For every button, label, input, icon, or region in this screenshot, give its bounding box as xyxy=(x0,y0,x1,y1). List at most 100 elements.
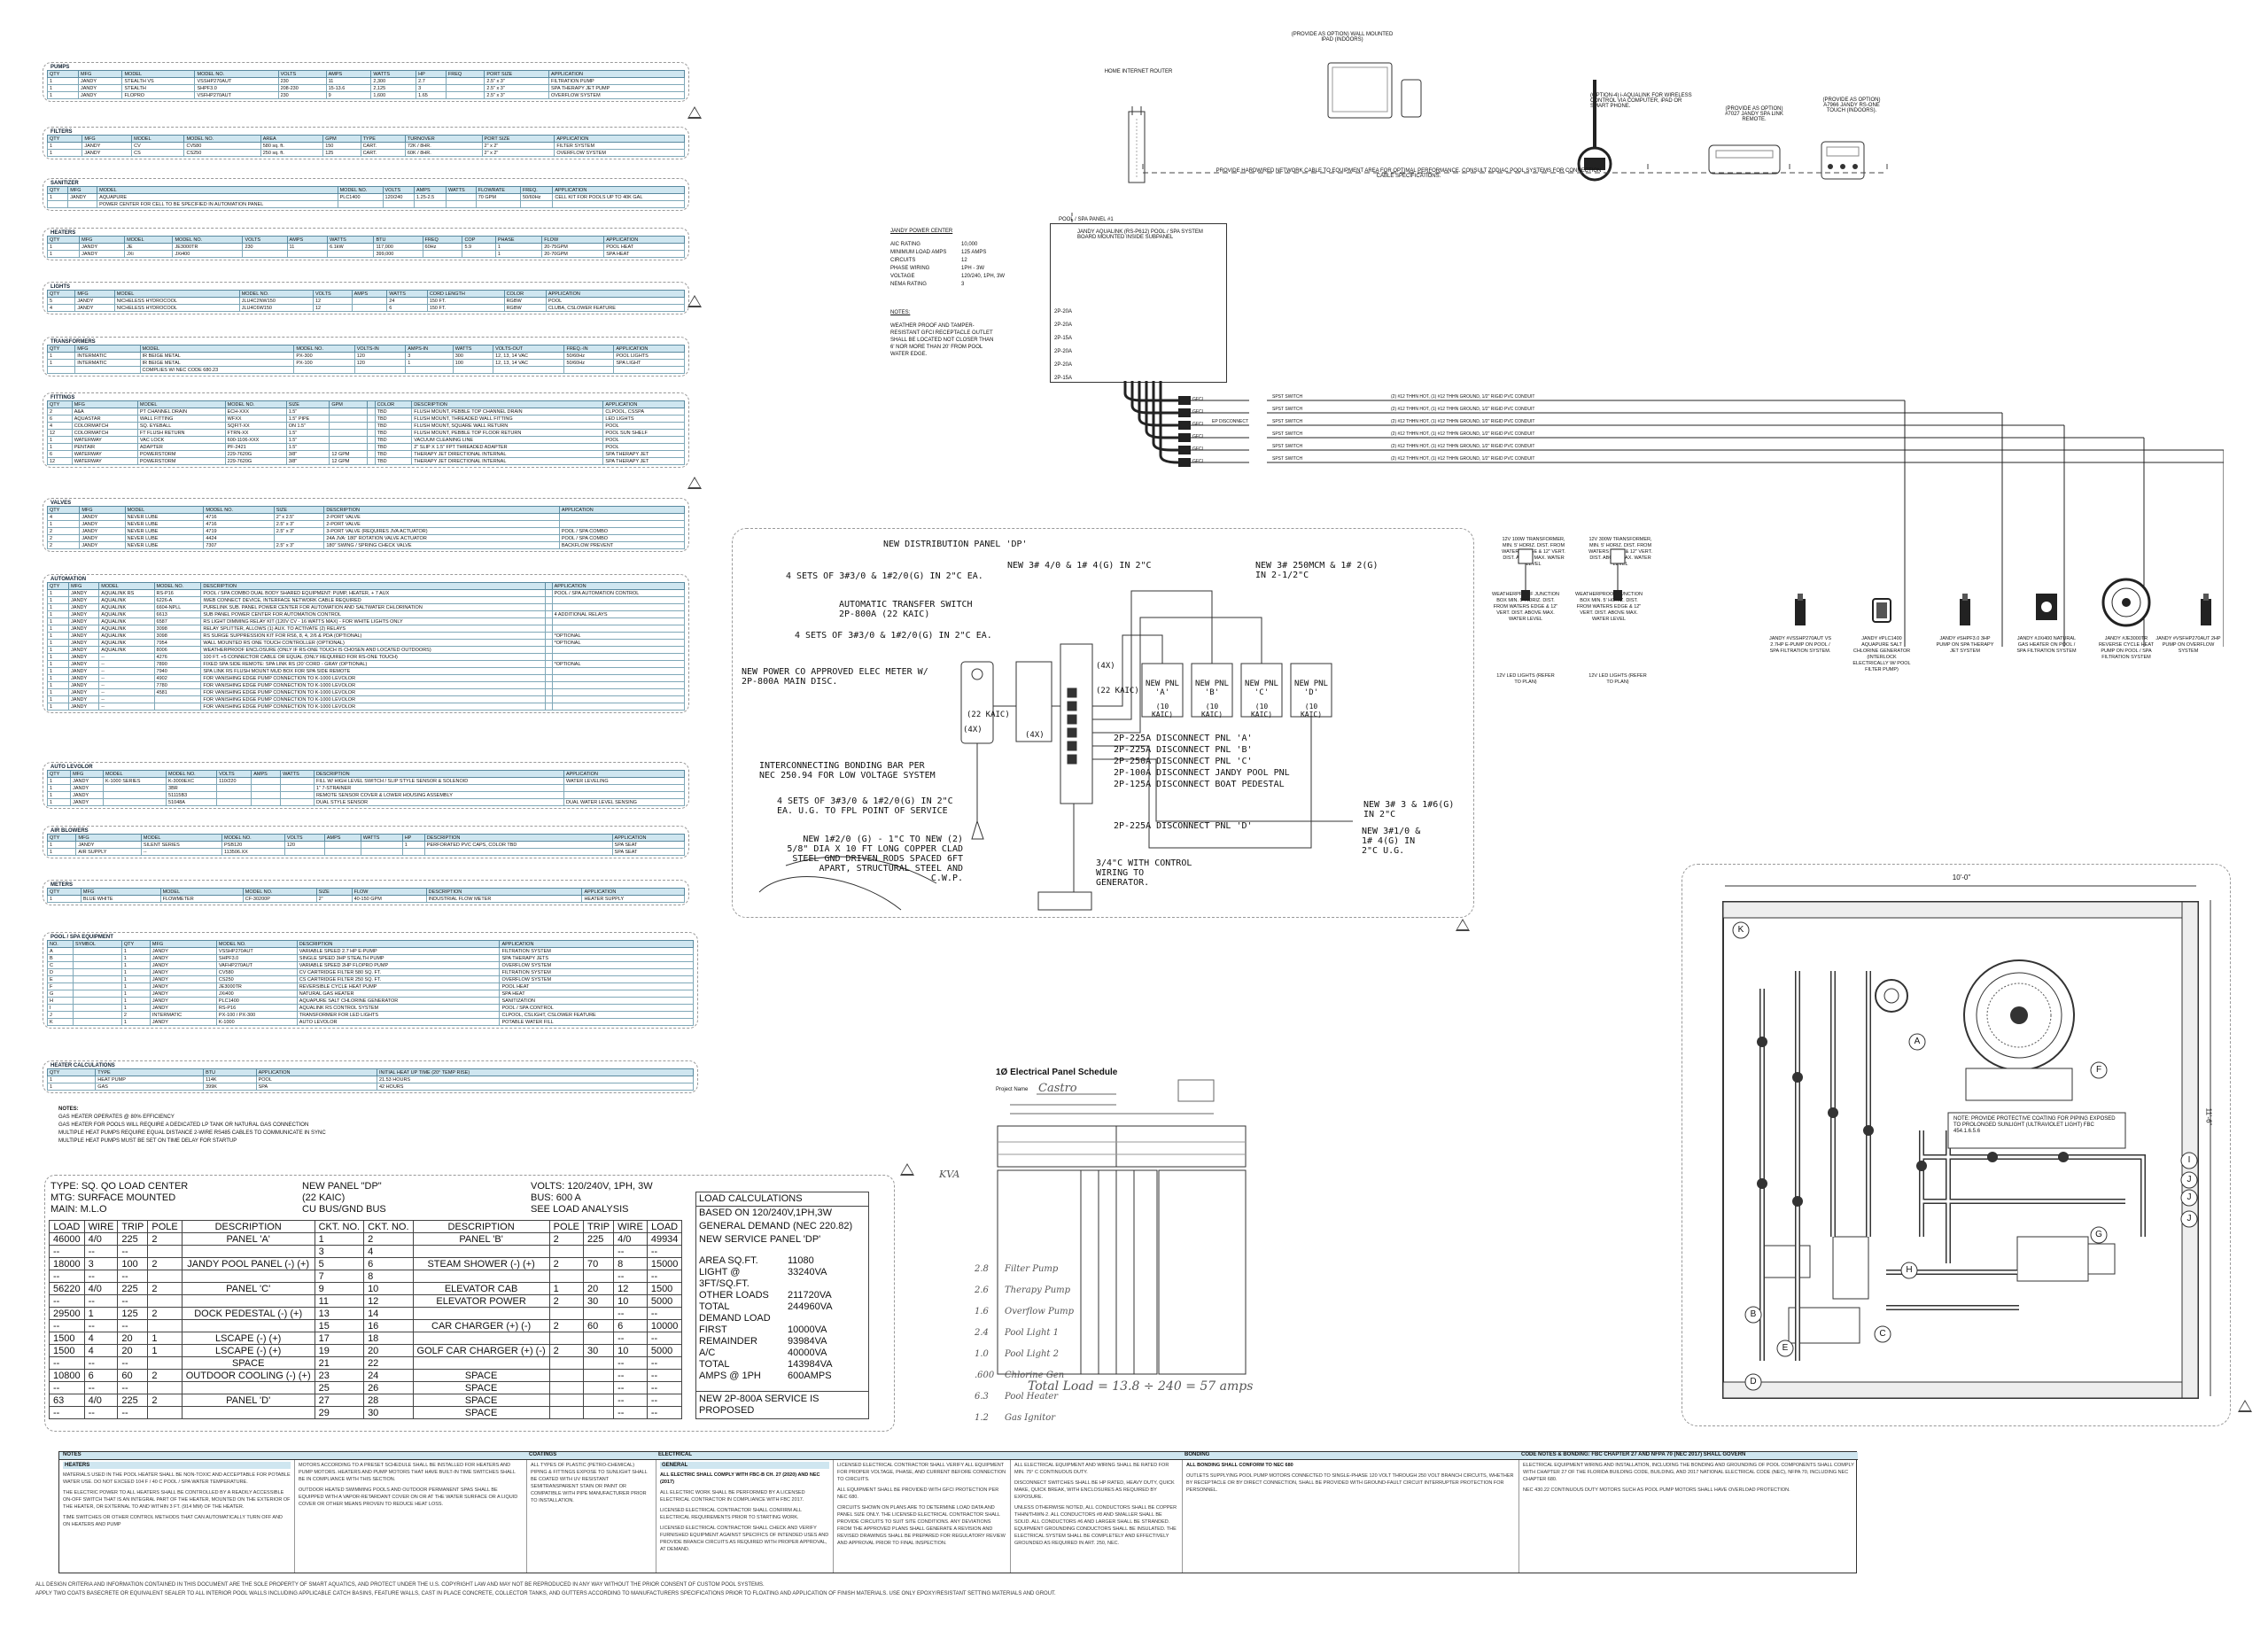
table-cell: POWERSTORM xyxy=(136,457,226,465)
table-cell: JANDY xyxy=(149,997,217,1005)
load-cell: -- xyxy=(117,1245,149,1258)
riser-sets-1: 4 SETS OF 3#3/0 & 1#2/0(G) IN 2"C EA. xyxy=(786,571,983,581)
table-cell: AQUALINK RS xyxy=(98,589,155,597)
load-cell: -- xyxy=(646,1394,683,1407)
table-cell xyxy=(280,791,315,799)
network-cable-to-panel xyxy=(1071,213,1073,223)
table-cell: 2.5" x 3" xyxy=(484,77,550,85)
load-cell: 2 xyxy=(363,1232,414,1246)
table-cell: FOR VANISHING EDGE PUMP CONNECTION TO K-… xyxy=(200,703,547,711)
table-cell: CF-30200P xyxy=(242,895,317,903)
table-cell: RS LIGHT DIMMING RELAY KIT (120V CV - 16… xyxy=(200,617,547,625)
table-cell: FT FLUSH RETURN xyxy=(136,429,226,437)
equipment-tag: H xyxy=(1906,1265,1913,1275)
table-cell: VSFHP270AUT xyxy=(194,91,279,99)
heater-note-2: THE ELECTRIC POWER TO ALL HEATERS SHALL … xyxy=(63,1490,291,1510)
load-cell: 5000 xyxy=(646,1344,683,1357)
table-cell: SILENT SERIES xyxy=(140,841,223,849)
table-cell: PURELINK SUB. PANEL POWER CENTER FOR AUT… xyxy=(200,603,547,611)
table-cell: 250 sq. ft. xyxy=(260,149,324,157)
column-header: SIZE xyxy=(315,888,353,896)
conduit-label: (2) #12 THHN HOT, (1) #12 THHN GROUND, 1… xyxy=(1391,431,1535,437)
table-cell: JANDY xyxy=(70,777,104,785)
load-cell: 2 xyxy=(147,1282,183,1295)
branch-circuits xyxy=(1123,381,2224,647)
load-cell xyxy=(548,1270,585,1283)
table-cell: RELAY SPLITTER, ALLOWS (1) AUX. TO ACTIV… xyxy=(200,625,547,633)
riser-pnl-a: NEW PNL 'A' xyxy=(1146,680,1179,697)
column-header: QTY xyxy=(46,582,70,590)
load-cell: PANEL 'B' xyxy=(412,1232,550,1246)
table-cell: SPA HEAT xyxy=(499,990,694,998)
load-cell: 6 xyxy=(363,1257,414,1270)
table-cell: 4 ADDITIONAL RELAYS xyxy=(551,610,686,618)
bonding-note-1: OUTLETS SUPPLYING POOL PUMP MOTORS CONNE… xyxy=(1186,1473,1514,1493)
breaker-label: 2P-20A xyxy=(1054,362,1073,368)
riser-x4-c: (4X) xyxy=(1096,662,1115,671)
column-header: VOLTS xyxy=(284,834,325,842)
load-cell: 2 xyxy=(147,1257,183,1270)
table-cell: 51048A xyxy=(166,798,218,806)
table-cell: CART. xyxy=(360,142,406,150)
table-cell xyxy=(563,791,686,799)
table-cell: OVERFLOW SYSTEM xyxy=(499,961,694,969)
motors-note-2: OUTDOOR HEATED SWIMMING POOLS AND OUTDOO… xyxy=(299,1487,518,1507)
column-header: MFG xyxy=(149,940,217,948)
column-header: MFG xyxy=(74,290,115,298)
load-cell: 25 xyxy=(314,1381,365,1394)
pool-panel-desc: JANDY AQUALINK (RS-P612) POOL / SPA SYST… xyxy=(1077,229,1203,240)
column-header: QTY xyxy=(46,135,83,143)
table-cell xyxy=(367,429,376,437)
table-cell: IR BEIGE METAL xyxy=(139,359,295,367)
load-cell: 225 xyxy=(117,1394,149,1407)
table-cell: TBD xyxy=(374,457,413,465)
load-cell: SPACE xyxy=(412,1381,550,1394)
column-header: APPLICATION xyxy=(611,834,686,842)
load-cell: 13 xyxy=(314,1307,365,1320)
table-cell: COLORMATCH xyxy=(71,429,138,437)
table-cell: JANDY xyxy=(149,947,217,955)
table-cell xyxy=(551,603,686,611)
one-touch-icon xyxy=(1821,141,1865,180)
column-header: COP xyxy=(462,236,496,244)
table-cell: JXi400 xyxy=(215,990,298,998)
column-header: GPM xyxy=(329,400,369,408)
load-cell: -- xyxy=(117,1294,149,1308)
table-cell xyxy=(367,436,376,444)
table-cell: 50/60Hz xyxy=(563,352,615,360)
general-note-1: ALL ELECTRIC WORK SHALL BE PERFORMED BY … xyxy=(660,1490,805,1503)
table-cell: 1 xyxy=(120,961,151,969)
table-cell: 1 xyxy=(46,142,83,150)
table-cell xyxy=(73,947,122,955)
column-header: WATTS xyxy=(386,290,428,298)
table-cell xyxy=(329,422,369,430)
table-cell: PENTAIR xyxy=(71,443,138,451)
table-cell: 4581 xyxy=(153,688,202,696)
load-cell: -- xyxy=(49,1294,85,1308)
notes-bonding-title: BONDING xyxy=(1184,1452,1210,1457)
spec-value: 10,000 xyxy=(961,242,978,247)
table-cell: AQUALINK RS CONTROL SYSTEM xyxy=(296,1004,501,1012)
column-header: SYMBOL xyxy=(73,940,122,948)
table-cell: BLUE WHITE xyxy=(80,895,161,903)
table-cell: SQ. EYEBALL xyxy=(136,422,226,430)
table-cell: 120 xyxy=(353,359,407,367)
table-cell: 300 xyxy=(452,352,494,360)
load-cell: 19 xyxy=(314,1344,365,1357)
table-cell: REVERSIBLE CYCLE HEAT PUMP xyxy=(296,982,501,990)
load-cell: 27 xyxy=(314,1394,365,1407)
table-cell: 4716 xyxy=(203,513,275,521)
